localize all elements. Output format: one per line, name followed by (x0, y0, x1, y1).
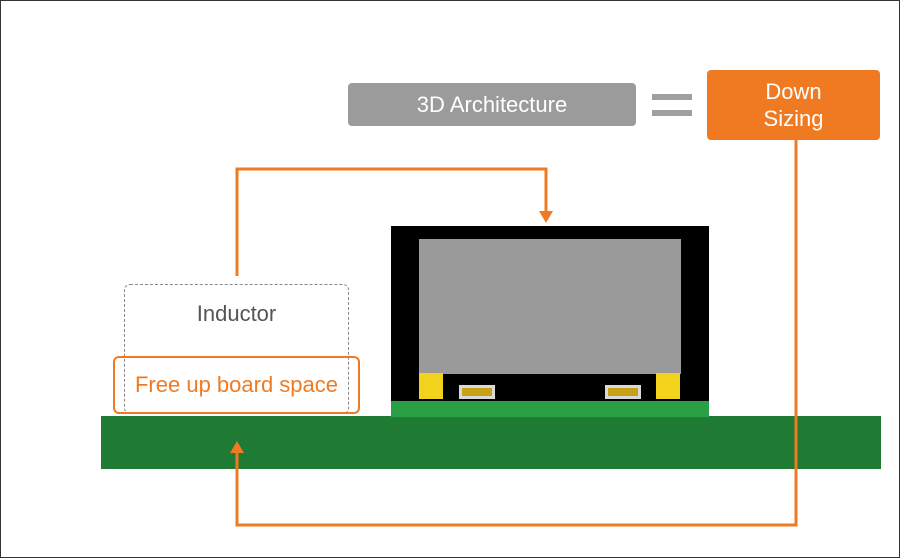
right-smd-component (605, 385, 641, 399)
down-sizing-line-2: Sizing (763, 106, 824, 131)
equals-sign-bottom (652, 110, 692, 116)
left-terminal (419, 373, 443, 399)
equals-sign-top (652, 94, 692, 100)
arrow-downsizing-to-board (235, 140, 798, 527)
inductor-label: Inductor (196, 301, 277, 326)
arrow-head-down (539, 211, 553, 223)
module-top-component (419, 239, 681, 374)
arrow-inductor-to-module (235, 167, 548, 276)
right-terminal (656, 373, 680, 399)
module-pad (391, 399, 709, 417)
left-smd-component (459, 385, 495, 399)
down-sizing-label: Down Sizing (707, 70, 880, 140)
architecture-label: 3D Architecture (348, 83, 636, 126)
arrow-head-up (230, 441, 244, 453)
circuit-board (101, 416, 881, 469)
free-up-board-space-label: Free up board space (113, 356, 360, 414)
down-sizing-line-1: Down (765, 79, 822, 104)
